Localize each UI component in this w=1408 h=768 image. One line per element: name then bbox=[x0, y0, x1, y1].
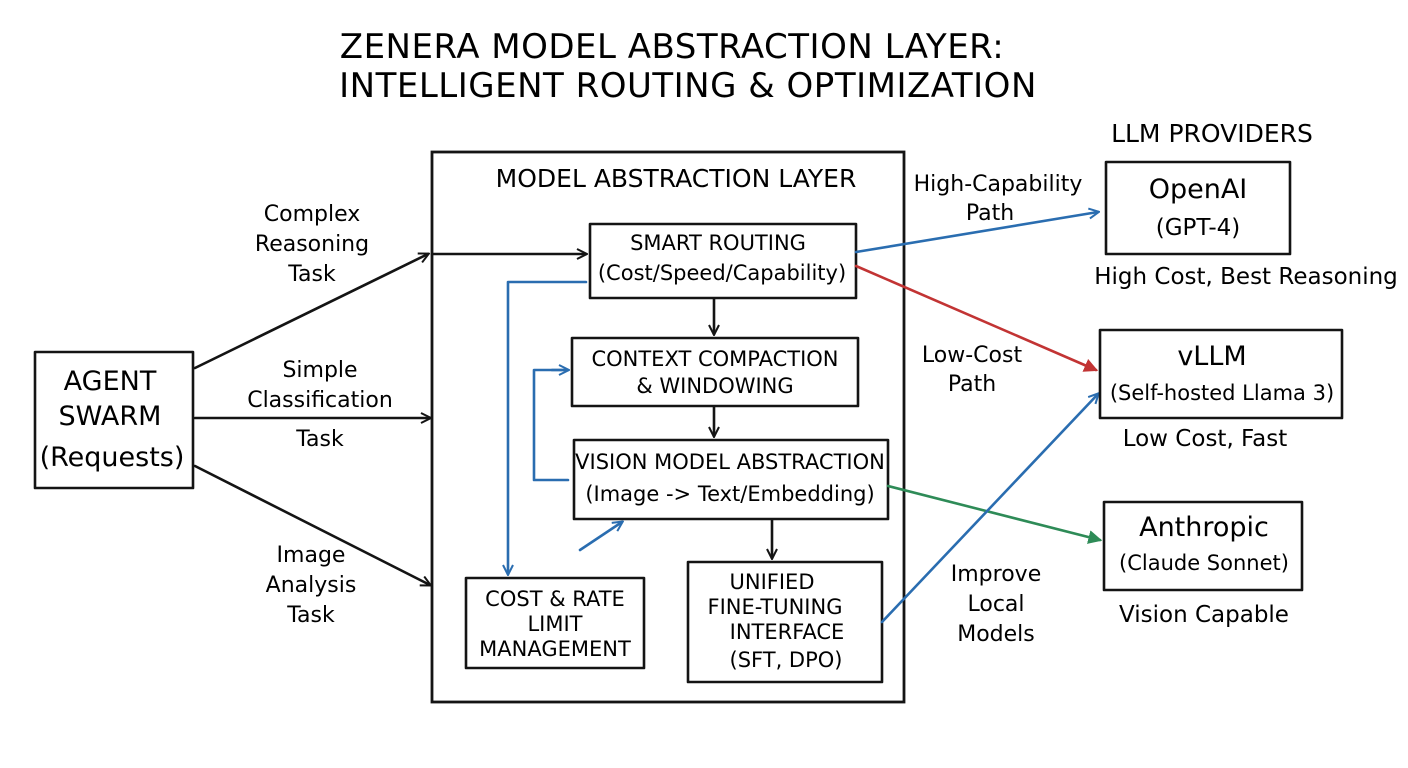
cost-rate-line-1: COST & RATE bbox=[485, 587, 625, 611]
route-high-capability bbox=[854, 212, 1098, 254]
provider-anthropic-model: (Claude Sonnet) bbox=[1119, 551, 1289, 575]
provider-openai-model: (GPT-4) bbox=[1156, 215, 1241, 241]
agent-swarm-box: AGENT SWARM (Requests) bbox=[33, 350, 195, 490]
task-arrows bbox=[193, 254, 430, 585]
task-simple-line-2: Classification bbox=[247, 388, 393, 413]
task-label-complex: Complex Reasoning Task bbox=[255, 202, 369, 287]
model-abstraction-layer: MODEL ABSTRACTION LAYER bbox=[430, 150, 906, 704]
path-improve-line-1: Improve bbox=[951, 562, 1041, 587]
arrow-routing-to-cost bbox=[508, 280, 588, 574]
task-image-line-3: Task bbox=[286, 603, 335, 628]
vision-model-box: VISION MODEL ABSTRACTION (Image -> Text/… bbox=[572, 438, 890, 521]
task-simple-line-1: Simple bbox=[282, 358, 357, 383]
provider-openai-note: High Cost, Best Reasoning bbox=[1094, 264, 1398, 290]
route-low-cost bbox=[854, 264, 1099, 372]
vision-model-title: VISION MODEL ABSTRACTION bbox=[575, 450, 885, 474]
task-label-image: Image Analysis Task bbox=[266, 543, 357, 628]
provider-vllm-name: vLLM bbox=[1177, 341, 1246, 372]
task-image-line-2: Analysis bbox=[266, 573, 357, 598]
task-complex-line-2: Reasoning bbox=[255, 232, 369, 257]
provider-anthropic-box: Anthropic (Claude Sonnet) bbox=[1102, 500, 1304, 592]
provider-vllm-note: Low Cost, Fast bbox=[1123, 426, 1288, 452]
cost-rate-line-2: LIMIT bbox=[527, 612, 582, 636]
agent-swarm-line-1: AGENT bbox=[64, 366, 157, 397]
path-label-improve: Improve Local Models bbox=[951, 562, 1041, 647]
provider-vllm-model: (Self-hosted Llama 3) bbox=[1110, 381, 1334, 405]
fine-tuning-line-3: INTERFACE bbox=[730, 620, 845, 644]
arrow-complex-task bbox=[193, 254, 428, 370]
task-complex-line-3: Task bbox=[287, 262, 336, 287]
route-vision bbox=[886, 484, 1103, 544]
context-compaction-line-2: & WINDOWING bbox=[636, 374, 793, 398]
title-line-2: INTELLIGENT ROUTING & OPTIMIZATION bbox=[339, 66, 1037, 106]
title-line-1: ZENERA MODEL ABSTRACTION LAYER: bbox=[340, 27, 1004, 67]
fine-tuning-line-4: (SFT, DPO) bbox=[730, 648, 843, 672]
bracket-context-vision bbox=[532, 368, 570, 482]
provider-openai-box: OpenAI (GPT-4) bbox=[1104, 160, 1292, 256]
arrow-image-task bbox=[193, 464, 430, 585]
smart-routing-box: SMART ROUTING (Cost/Speed/Capability) bbox=[588, 222, 858, 300]
diagram-title: ZENERA MODEL ABSTRACTION LAYER: INTELLIG… bbox=[339, 27, 1037, 106]
fine-tuning-line-2: FINE-TUNING bbox=[708, 595, 843, 619]
path-low-line-2: Path bbox=[948, 372, 996, 397]
task-simple-line-3: Task bbox=[295, 427, 344, 452]
provider-routes bbox=[854, 212, 1103, 624]
arrow-cost-to-vision bbox=[578, 522, 622, 552]
smart-routing-subtitle: (Cost/Speed/Capability) bbox=[598, 261, 846, 285]
context-compaction-box: CONTEXT COMPACTION & WINDOWING bbox=[570, 336, 860, 408]
provider-anthropic-note: Vision Capable bbox=[1119, 602, 1289, 628]
path-label-low-cost: Low-Cost Path bbox=[922, 343, 1023, 397]
layer-title: MODEL ABSTRACTION LAYER bbox=[496, 164, 857, 193]
path-label-high-capability: High-Capability Path bbox=[914, 172, 1083, 226]
provider-anthropic-name: Anthropic bbox=[1139, 512, 1269, 543]
context-compaction-line-1: CONTEXT COMPACTION bbox=[591, 347, 838, 371]
provider-vllm-box: vLLM (Self-hosted Llama 3) bbox=[1098, 328, 1344, 420]
agent-swarm-line-3: (Requests) bbox=[40, 442, 185, 473]
path-high-line-2: Path bbox=[966, 201, 1014, 226]
providers-heading: LLM PROVIDERS bbox=[1111, 119, 1313, 148]
vision-model-subtitle: (Image -> Text/Embedding) bbox=[585, 482, 874, 506]
cost-rate-box: COST & RATE LIMIT MANAGEMENT bbox=[464, 576, 646, 670]
task-image-line-1: Image bbox=[277, 543, 346, 568]
internal-arrows bbox=[430, 254, 772, 574]
route-improve-local bbox=[880, 394, 1098, 624]
path-improve-line-2: Local bbox=[967, 592, 1024, 617]
cost-rate-line-3: MANAGEMENT bbox=[479, 637, 631, 661]
task-complex-line-1: Complex bbox=[264, 202, 361, 227]
fine-tuning-box: UNIFIED FINE-TUNING INTERFACE (SFT, DPO) bbox=[686, 560, 884, 684]
path-low-line-1: Low-Cost bbox=[922, 343, 1023, 368]
provider-openai-name: OpenAI bbox=[1149, 174, 1248, 205]
smart-routing-title: SMART ROUTING bbox=[630, 231, 806, 255]
path-improve-line-3: Models bbox=[957, 622, 1035, 647]
agent-swarm-line-2: SWARM bbox=[59, 401, 162, 432]
path-high-line-1: High-Capability bbox=[914, 172, 1083, 197]
task-label-simple: Simple Classification Task bbox=[247, 358, 393, 452]
fine-tuning-line-1: UNIFIED bbox=[730, 570, 815, 594]
